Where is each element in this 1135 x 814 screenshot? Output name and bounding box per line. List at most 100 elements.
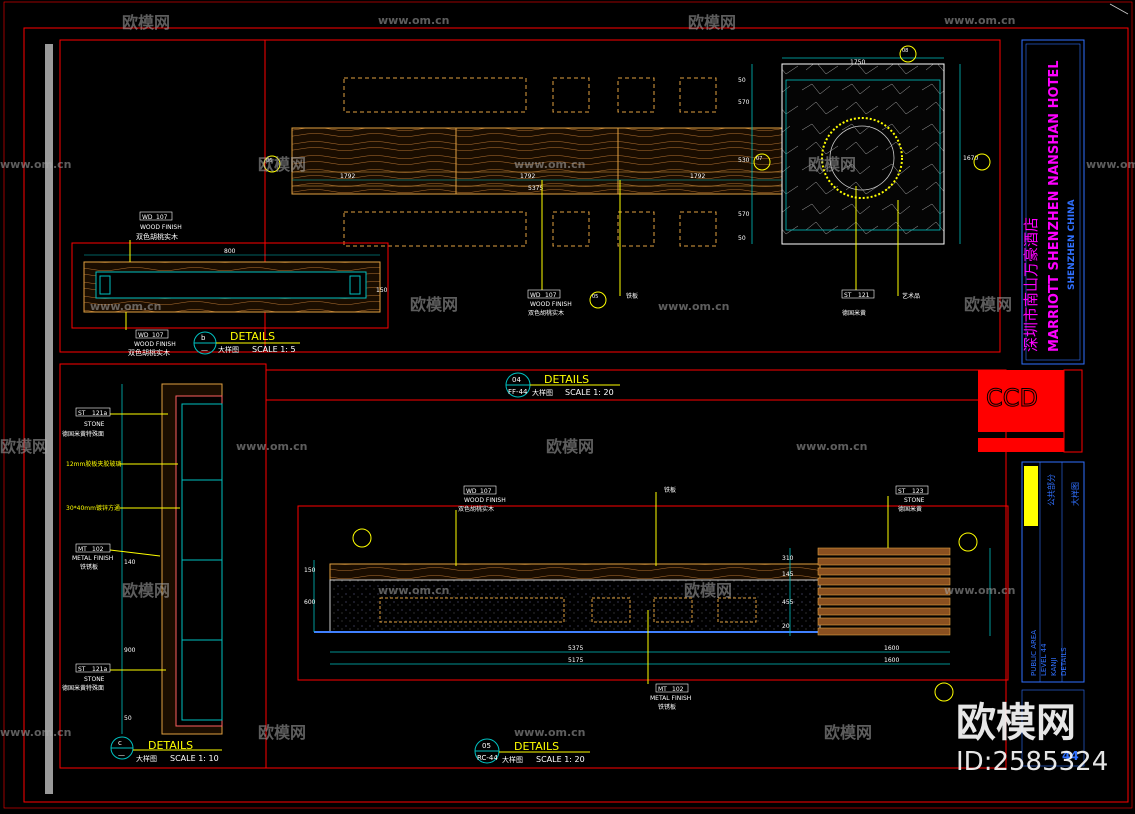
detail-c-c1-en: STONE — [84, 421, 105, 428]
wm-url-6: www.om.cn — [90, 300, 162, 313]
detail-c-c5-cn: 德国米黄特殊面 — [62, 684, 104, 692]
detail-c-c4-en: METAL FINISH — [72, 555, 113, 562]
wm-brand-4: 欧模网 — [808, 155, 856, 174]
wm-brand-1: 欧模网 — [122, 13, 170, 32]
elev-dim-right-4: 20 — [782, 623, 790, 630]
elev-dim-left-2: 600 — [304, 599, 316, 606]
plan-dim-top-1: 1792 — [340, 173, 355, 180]
detail-b-bottom-num: 107 — [152, 332, 164, 339]
elev-dim-bottom-4: 1600 — [884, 657, 899, 664]
section-tag-05: 05 — [589, 291, 607, 309]
title-block: 深圳市南山万豪酒店 MARRIOTT SHENZHEN NANSHAN HOTE… — [978, 39, 1085, 767]
title-area-en: PUBLIC AREA — [1030, 630, 1038, 676]
elev-tag: 05 — [482, 742, 491, 750]
elev-dim-bottom-1: 5375 — [568, 645, 583, 652]
elev-c1-en: WOOD FINISH — [464, 497, 506, 504]
elev-sheet: RC-44 — [477, 754, 498, 762]
detail-b-top-en: WOOD FINISH — [140, 224, 182, 231]
plan-detail-heading: DETAILS — [544, 373, 589, 386]
wm-brand-3: 欧模网 — [258, 155, 306, 174]
detail-c-c2-cn: 12mm胶板夹胶玻璃 — [66, 460, 121, 468]
elev-c3-num: 123 — [912, 488, 924, 495]
section-tag-07: 07 — [753, 153, 771, 171]
stone-dim-small-b: 50 — [738, 235, 746, 242]
plan-callout-stone-code: ST — [844, 292, 852, 299]
elev-c3-code: ST — [898, 488, 906, 495]
detail-c-c5-en: STONE — [84, 676, 105, 683]
elev-scale: SCALE 1: 20 — [536, 755, 585, 764]
detail-b-scale: SCALE 1: 5 — [252, 345, 296, 354]
title-level: LEVEL 44 — [1040, 643, 1048, 676]
detail-b-dim-height: 150 — [376, 287, 388, 294]
title-badge: 44 — [1062, 749, 1079, 763]
wm-url-12: www.om.cn — [0, 726, 72, 739]
wm-url-5: www.om.cn — [1086, 158, 1135, 171]
wm-url-2: www.om.cn — [944, 14, 1016, 27]
detail-c-dim-2: 900 — [124, 647, 136, 654]
plan-detail-title: 04 FF-44 DETAILS 大样图 SCALE 1: 20 — [505, 372, 620, 398]
elev-c2-cn: 铁板 — [664, 486, 676, 494]
detail-b-cn: 大样图 — [218, 345, 239, 354]
hotel-name-en: MARRIOTT SHENZHEN NANSHAN HOTEL — [1047, 60, 1062, 352]
wm-brand-6: 欧模网 — [964, 295, 1012, 314]
detail-c-c4-code: MT — [78, 546, 87, 553]
wm-brand-5: 欧模网 — [410, 295, 458, 314]
elev-c3-cn: 德国米黄 — [898, 505, 922, 513]
plan-dim-total: 5375 — [528, 185, 543, 192]
svg-text:08: 08 — [902, 48, 908, 54]
svg-text:07: 07 — [756, 156, 762, 162]
sheet-border — [3, 1, 1133, 809]
wm-brand-9: 欧模网 — [122, 581, 170, 600]
stone-dim-height: 1670 — [963, 155, 978, 162]
plan-callout-wood-code: WD — [530, 292, 541, 299]
elev-dim-right-2: 145 — [782, 571, 794, 578]
section-tag-06: 06 — [263, 155, 281, 173]
wm-brand-10: 欧模网 — [684, 581, 732, 600]
detail-c-c1-cn: 德国米黄特殊面 — [62, 430, 104, 438]
elev-dim-right-3: 455 — [782, 599, 794, 606]
title-sheet-cn: 大样图 — [1070, 482, 1080, 506]
plan-callout-wood-en: WOOD FINISH — [530, 301, 572, 308]
plan-callout-stone-num: 121 — [858, 292, 870, 299]
detail-b-dim-width: 800 — [224, 248, 236, 255]
stone-dim-mid: 530 — [738, 157, 750, 164]
plan-callout-art-cn: 艺术品 — [902, 292, 920, 300]
elev-c1-code: WD — [466, 488, 477, 495]
detail-c-sheet: — — [118, 751, 125, 759]
elev-dim-bottom-3: 1600 — [884, 645, 899, 652]
detail-c-cn: 大样图 — [136, 754, 157, 763]
stone-dim-top: 570 — [738, 99, 750, 106]
title-room: KANJI — [1050, 657, 1058, 676]
plan-detail-sheet: FF-44 — [508, 388, 528, 396]
elev-c4-code: MT — [658, 686, 667, 693]
elev-dim-right-1: 310 — [782, 555, 794, 562]
svg-text:06: 06 — [266, 158, 272, 164]
left-border-strip — [45, 44, 53, 794]
plan-detail-tag: 04 — [512, 376, 521, 384]
title-sheet-type: DETAILS — [1060, 647, 1068, 676]
wm-url-10: www.om.cn — [378, 584, 450, 597]
detail-b-bottom-cn: 双色胡桃实木 — [128, 348, 170, 357]
detail-c-c1-code: ST — [78, 410, 86, 417]
plan-section-tags: 06 07 08 05 — [263, 45, 991, 309]
title-area-cn: 公共部分 — [1046, 474, 1056, 506]
detail-b-top-num: 107 — [156, 214, 168, 221]
detail-c-c5-num: 121a — [92, 666, 107, 673]
detail-c: 140 900 50 ST 121a STONE 德国米黄特殊面 12mm胶板夹… — [62, 383, 223, 763]
elevation-title: 05 RC-44 DETAILS 大样图 SCALE 1: 20 — [474, 738, 590, 764]
detail-b-sheet: — — [201, 346, 208, 354]
elevation-callouts: WD 107 WOOD FINISH 双色胡桃实木 铁板 ST 123 STON… — [455, 485, 929, 711]
hotel-city-en: SHENZHEN CHINA — [1067, 199, 1077, 290]
elev-c3-en: STONE — [904, 497, 925, 504]
firm-logo: CCD — [986, 384, 1038, 412]
detail-c-dim-1: 140 — [124, 559, 136, 566]
plan-callout-wood-cn: 双色胡桃实木 — [528, 309, 564, 317]
wm-brand-12: 欧模网 — [824, 723, 872, 742]
wm-brand-2: 欧模网 — [688, 13, 736, 32]
stone-dim-small-a: 50 — [738, 77, 746, 84]
elev-heading: DETAILS — [514, 740, 559, 753]
wm-url-1: www.om.cn — [378, 14, 450, 27]
detail-c-c5-code: ST — [78, 666, 86, 673]
plan-detail-scale: SCALE 1: 20 — [565, 388, 614, 397]
